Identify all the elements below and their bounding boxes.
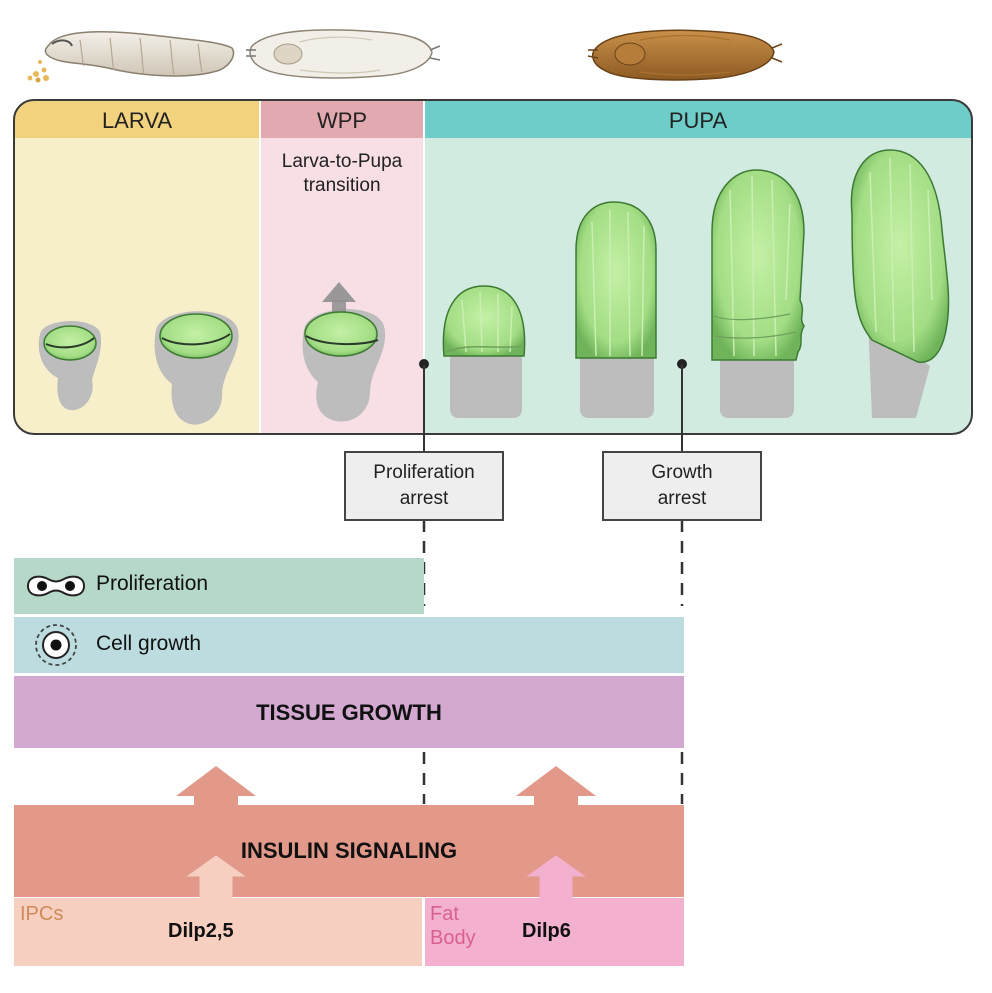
pupa-wing-4 [850,149,950,418]
white-prepupa-animal-icon [246,29,441,79]
larva-header [14,100,260,138]
proliferation-arrest-line1: Proliferation [373,462,475,483]
pupa-wing-1 [442,285,526,418]
up-arrow-icon [526,855,586,901]
fat-body-line2: Body [430,927,476,949]
pupa-header [424,100,972,138]
larva-disc-late [154,311,239,425]
wpp-note-line1: Larva-to-Pupa [281,151,403,172]
fat-body-line1: Fat [430,903,459,925]
growth-arrest-box: Growth arrest [602,451,762,521]
cell-growth-label: Cell growth [96,632,202,655]
pupa-wing-3 [711,169,805,418]
eversion-arrow-icon [322,282,356,302]
up-arrow-icon [516,766,596,806]
stage-label-wpp: WPP [316,108,368,133]
dividing-cells-icon [26,575,86,597]
larva-disc-early [38,320,102,411]
up-arrow-icon [186,855,246,901]
proliferation-label: Proliferation [96,572,209,595]
pupa-wing-2 [575,201,657,418]
ipcs-box [14,898,422,966]
proliferation-arrest-line2: arrest [399,488,449,509]
wpp-note-line2: transition [303,175,381,196]
wpp-disc [302,282,386,422]
up-arrow-icon [176,766,256,806]
wpp-header [260,100,424,138]
stage-label-larva: LARVA [101,108,173,133]
wpp-note: Larva-to-Pupa transition [260,150,424,198]
pupa-animal-icon [587,29,783,81]
tissue-growth-label: TISSUE GROWTH [256,700,442,725]
dilp25-label: Dilp2,5 [168,920,234,942]
larva-animal-icon [27,30,235,83]
growth-arrest-line2: arrest [657,488,707,509]
fat-body-label: Fat Body [430,902,476,950]
growing-cell-icon [35,624,77,666]
stage-label-pupa: PUPA [668,108,728,133]
ipcs-label: IPCs [20,903,64,925]
growth-arrest-line1: Growth [651,462,713,483]
dilp6-label: Dilp6 [522,920,571,942]
proliferation-arrest-box: Proliferation arrest [344,451,504,521]
cell-growth-bar [14,617,684,673]
growth-arrest-connector [677,359,687,804]
insulin-signaling-label: INSULIN SIGNALING [240,838,458,863]
tissue-growth-bar [14,676,684,748]
fat-body-box [425,898,684,966]
